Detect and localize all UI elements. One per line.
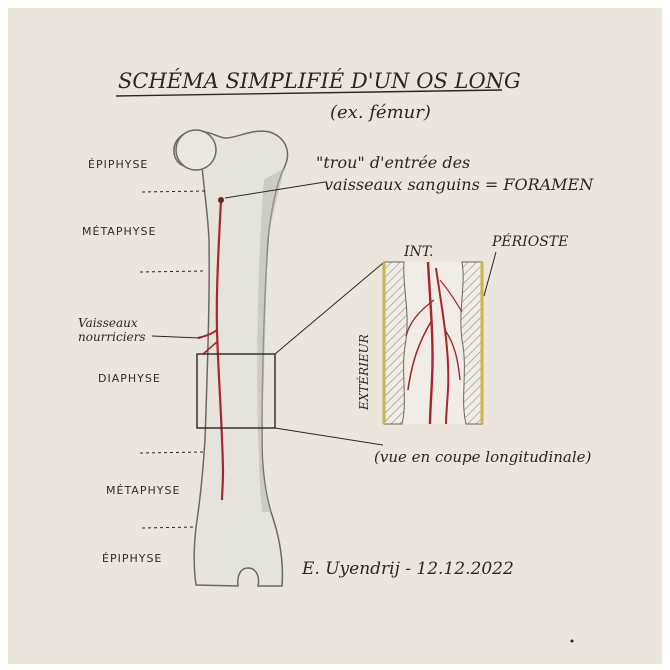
label-vessels-line2: nourriciers (78, 330, 146, 344)
cortical-wall-left (384, 262, 407, 424)
foramen-label-line1: "trou" d'entrée des (316, 153, 470, 172)
femoral-head (176, 130, 216, 170)
cross-section-detail (384, 262, 482, 424)
label-vessels-line1: Vaisseaux (78, 316, 138, 330)
label-epiphyse-bottom: ÉPIPHYSE (102, 552, 162, 565)
foramen-dot (218, 197, 224, 203)
cross-section-caption: (vue en coupe longitudinale) (374, 448, 592, 466)
foramen-label-line2: vaisseaux sanguins = FORAMEN (324, 175, 594, 194)
diagram-subtitle: (ex. fémur) (330, 102, 431, 123)
label-metaphyse-top: MÉTAPHYSE (82, 225, 156, 238)
label-interior: INT. (403, 244, 434, 260)
ink-dot (571, 640, 574, 643)
label-epiphyse-top: ÉPIPHYSE (88, 158, 148, 171)
label-metaphyse-bottom: MÉTAPHYSE (106, 484, 180, 497)
label-exterior: EXTÉRIEUR (356, 334, 371, 411)
cortical-wall-right (461, 262, 482, 424)
signature: E. Uyendrij - 12.12.2022 (301, 559, 514, 579)
label-periosteum: PÉRIOSTE (491, 232, 568, 250)
diagram-title: SCHÉMA SIMPLIFIÉ D'UN OS LONG (118, 69, 521, 93)
label-diaphyse: DIAPHYSE (98, 372, 161, 385)
